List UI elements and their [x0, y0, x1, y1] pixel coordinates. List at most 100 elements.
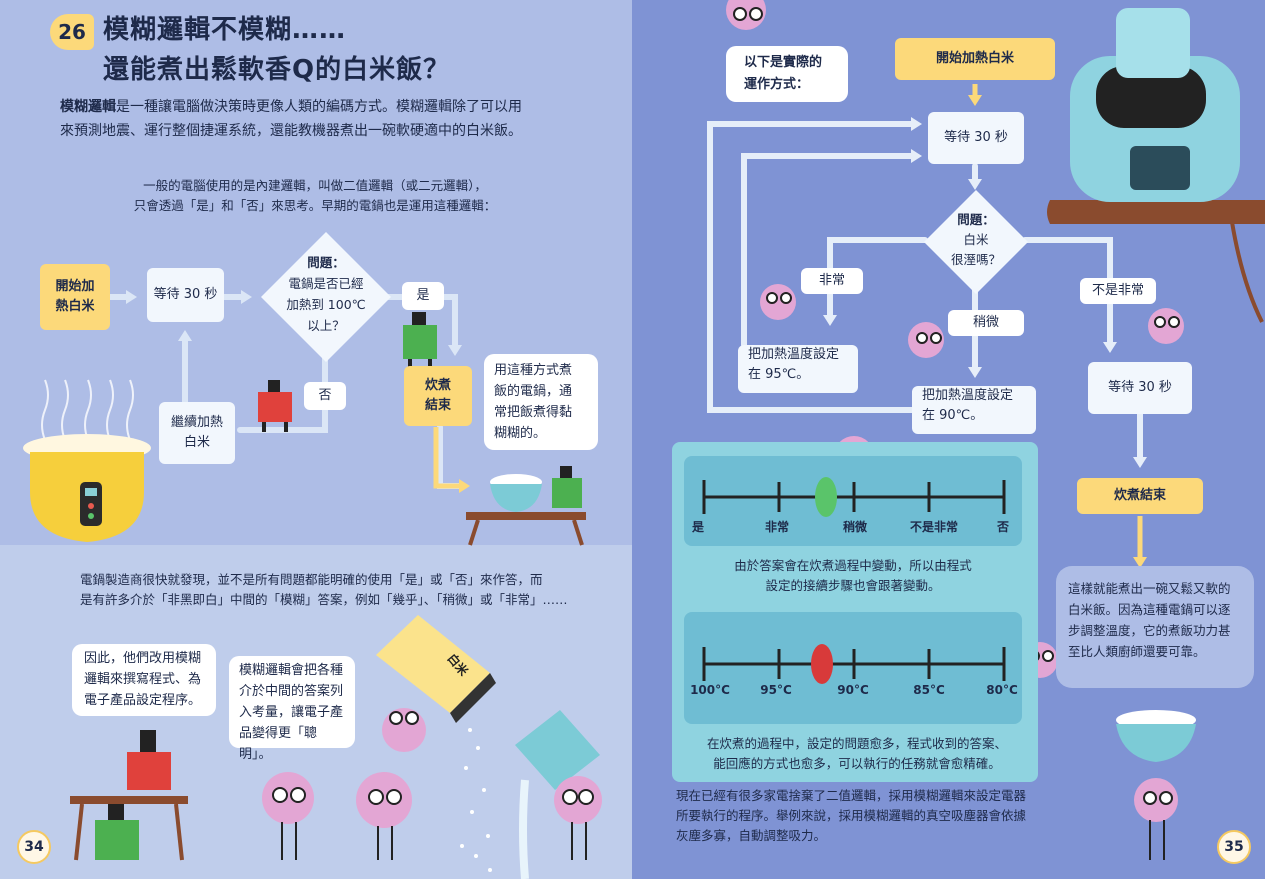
no-label: 否: [304, 382, 346, 410]
red-robot-illustration: [258, 380, 292, 432]
legs: [281, 820, 1165, 860]
left-continue-line1: 繼續加熱: [170, 415, 223, 430]
green-robot-illustration: [403, 312, 437, 371]
diamond-shape: [261, 232, 391, 362]
page-number-left: 34: [17, 830, 51, 864]
left-question-line1: 電鍋是否已經: [288, 276, 364, 291]
left-start-line1: 開始加: [55, 279, 95, 294]
intro-paragraph: 模糊邏輯是一種讓電腦做決策時更像人類的編碼方式。模糊邏輯除了可以用 來預測地震、…: [60, 95, 522, 143]
right-flow-arrowheads: [823, 117, 1147, 468]
intro-text-line2: 來預測地震、運行整個捷運系統，還能教機器煮出一碗軟硬適中的白米飯。: [60, 123, 522, 139]
bubble-line2: 飯的電鍋，通: [494, 384, 573, 399]
scale-label-slightly: 稍微: [842, 520, 868, 534]
bubble-line3: 常把飯煮得黏: [494, 405, 573, 420]
b2-line2: 介於中間的答案列: [239, 684, 344, 699]
left-question-title: 問題：: [307, 255, 345, 270]
appliances-line2: 所要執行的程序。舉例來說，採用模糊邏輯的真空吸塵器會依據: [676, 808, 1027, 823]
fluffy-line2: 白米飯。因為這種電鍋可以逐: [1068, 602, 1231, 617]
red-slider: [811, 644, 833, 684]
left-question-line2: 加熱到 100℃: [286, 297, 366, 312]
intro-text: 是一種讓電腦做決策時更像人類的編碼方式。模糊邏輯除了可以用: [116, 99, 522, 115]
topic-number-badge: 26: [50, 14, 94, 50]
b2-line1: 模糊邏輯會把各種: [239, 663, 344, 678]
temp-label-95: 95°C: [760, 683, 792, 697]
right-done-box: 炊煮結束: [1077, 478, 1203, 514]
bubble-line4: 糊糊的。: [494, 426, 547, 441]
table-bowl-illustration: [466, 466, 586, 546]
fluffy-line4: 至比人類廚師還要可靠。: [1068, 644, 1206, 659]
green-slider: [815, 477, 837, 517]
smart-devices-bubble: 模糊邏輯會把各種 介於中間的答案列 入考量，讓電子產 品變得更「聰明」。: [229, 656, 355, 762]
set95-line1: 把加熱溫度設定: [748, 347, 840, 362]
scale-caption-top: 由於答案會在炊煮過程中變動，所以由程式 設定的接續步驟也會跟著變動。: [688, 556, 1018, 596]
scale-caption2-line2: 能回應的方式也愈多，可以執行的任務就會愈精確。: [713, 756, 1001, 771]
left-wait-box: 等待 30 秒: [147, 268, 224, 322]
how-it-works-bubble: 以下是實際的 運作方式：: [726, 46, 848, 102]
binary-caption-line1: 一般的電腦使用的是內建邏輯，叫做二值邏輯（或二元邏輯），: [143, 178, 487, 193]
glasses: [272, 7, 1180, 805]
manufacturer-line2: 是有許多介於「非黑即白」中間的「模糊」答案，例如「幾乎」、「稍微」或「非常」……: [80, 592, 568, 607]
scale-label-very: 非常: [764, 520, 790, 534]
right-question-diamond: 問題： 白米 很溼嗎？: [924, 190, 1028, 294]
b2-line3: 入考量，讓電子產: [239, 705, 344, 720]
left-done-box: 炊煮 結束: [404, 366, 472, 426]
binary-caption-line2: 只會透過「是」和「否」來思考。早期的電鍋也是運用這種邏輯：: [133, 198, 497, 213]
appliances-line1: 現在已經有很多家電捨棄了二值邏輯，採用模糊邏輯來設定電器: [676, 788, 1027, 803]
left-continue-line2: 白米: [183, 435, 210, 450]
left-done-line1: 炊煮: [424, 378, 451, 393]
b2-line4: 品變得更「聰明」。: [239, 726, 318, 762]
b1-line3: 電子產品設定程序。: [84, 693, 202, 708]
how-line2: 運作方式：: [744, 77, 810, 92]
left-done-line2: 結束: [424, 398, 451, 413]
set-90-box: 把加熱溫度設定 在 90℃。: [912, 386, 1036, 434]
very-label: 非常: [801, 268, 863, 294]
left-continue-box: 繼續加熱 白米: [159, 402, 235, 464]
bubble-line1: 用這種方式煮: [494, 363, 573, 378]
left-question-text: 問題： 電鍋是否已經 加熱到 100℃ 以上？: [261, 252, 391, 336]
right-wait-box: 等待 30 秒: [928, 112, 1024, 164]
diamond-shape-right: [924, 190, 1028, 294]
scale-caption-line2: 設定的接續步驟也會跟著變動。: [765, 578, 941, 593]
scale-caption-bottom: 在炊煮的過程中，設定的問題愈多，程式收到的答案、 能回應的方式也愈多，可以執行的…: [686, 734, 1028, 774]
fluffy-rice-text: 這樣就能煮出一碗又鬆又軟的 白米飯。因為這種電鍋可以逐 步調整溫度，它的煮飯功力…: [1068, 578, 1231, 662]
set90-line1: 把加熱溫度設定: [922, 388, 1014, 403]
left-flow-arrowheads: [126, 290, 462, 356]
right-wait2-box: 等待 30 秒: [1088, 362, 1192, 414]
right-question-line2: 很溼嗎？: [950, 252, 1001, 267]
fluffy-rice-bubble-bg: [1056, 566, 1254, 688]
intro-bold-term: 模糊邏輯: [60, 99, 116, 115]
left-start-line2: 熱白米: [55, 299, 95, 314]
bowl-illustration: [1116, 710, 1196, 762]
b1-line1: 因此，他們改用模糊: [84, 651, 202, 666]
page-title-line1: 模糊邏輯不模糊……: [103, 15, 347, 45]
b1-line2: 邏輯來撰寫程式、為: [84, 672, 202, 687]
rice-cooker-illustration: [23, 379, 151, 542]
right-question-title: 問題：: [957, 212, 995, 227]
rice-bag-illustration: [376, 615, 600, 879]
left-sticky-rice-bubble: 用這種方式煮 飯的電鍋，通 常把飯煮得黏 糊糊的。: [484, 354, 598, 450]
done-arrow: [433, 427, 462, 489]
page-title-line2: 還能煮出鬆軟香Q的白米飯？: [103, 55, 451, 85]
lower-table-illustration: [70, 730, 188, 861]
set-95-box: 把加熱溫度設定 在 95℃。: [738, 345, 858, 393]
left-question-line3: 以上？: [307, 318, 345, 333]
appliances-paragraph: 現在已經有很多家電捨棄了二值邏輯，採用模糊邏輯來設定電器 所要執行的程序。舉例來…: [676, 786, 1026, 846]
left-question-diamond: 問題： 電鍋是否已經 加熱到 100℃ 以上？: [261, 232, 391, 362]
manufacturer-paragraph: 電鍋製造商很快就發現，並不是所有問題都能明確的使用「是」或「否」來作答，而 是有…: [80, 570, 568, 610]
set90-line2: 在 90℃。: [922, 408, 984, 423]
scale-label-yes: 是: [691, 520, 705, 534]
temp-label-85: 85°C: [913, 683, 945, 697]
right-question-line1: 白米: [963, 232, 989, 247]
right-question-text: 問題： 白米 很溼嗎？: [924, 210, 1028, 270]
fluffy-line1: 這樣就能煮出一碗又鬆又軟的: [1068, 581, 1231, 596]
appliances-line3: 灰塵多寡，自動調整吸力。: [676, 828, 827, 843]
temp-label-90: 90°C: [837, 683, 869, 697]
left-start-box: 開始加 熱白米: [40, 264, 110, 330]
page-number-right: 35: [1217, 830, 1251, 864]
set95-line2: 在 95℃。: [748, 367, 810, 382]
fluffy-line3: 步調整溫度，它的煮飯功力甚: [1068, 623, 1231, 638]
how-line1: 以下是實際的: [744, 55, 823, 70]
fuzzy-programming-bubble: 因此，他們改用模糊 邏輯來撰寫程式、為 電子產品設定程序。: [72, 644, 216, 716]
